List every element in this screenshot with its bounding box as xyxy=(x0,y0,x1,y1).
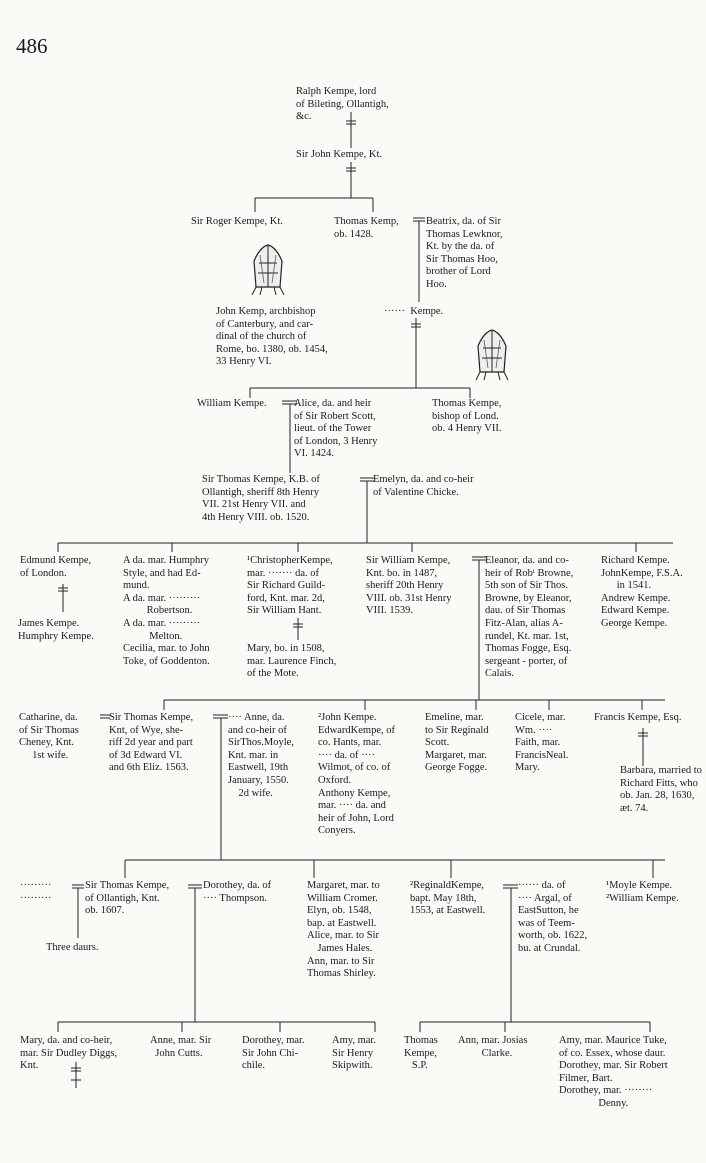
person-sir-thomas-kempe-1607: Sir Thomas Kempe, of Ollantigh, Knt. ob.… xyxy=(85,880,170,917)
person-unnamed-wife: ········· ········· xyxy=(20,880,52,904)
person-james-humphry: James Kempe. Humphry Kempe. xyxy=(18,618,94,642)
person-moyle-william: ¹Moyle Kempe. ²William Kempe. xyxy=(606,880,679,904)
person-mary-diggs: Mary, da. and co-heir, mar. Sir Dudley D… xyxy=(20,1035,118,1072)
person-kempe: ······ Kempe. xyxy=(384,306,444,317)
person-ralph-kempe: Ralph Kempe, lord of Bileting, Ollantigh… xyxy=(296,86,389,123)
person-argal: ······ da. of ···· Argal, of EastSutton,… xyxy=(518,880,588,954)
person-edmund-kempe: Edmund Kempe, of London. xyxy=(20,555,92,579)
person-dorothey-chichile: Dorothey, mar. Sir John Chi- chile. xyxy=(242,1035,305,1072)
person-richard-kempe-group: Richard Kempe. JohnKempe, F.S.A. in 1541… xyxy=(601,555,683,629)
person-amy-tuke: Amy, mar. Maurice Tuke, of co. Essex, wh… xyxy=(559,1035,668,1109)
person-francis-kempe: Francis Kempe, Esq. xyxy=(594,712,682,723)
person-sir-thomas-kempe-wye: Sir Thomas Kempe, Knt, of Wye, she- riff… xyxy=(109,712,194,774)
person-reginald-kempe: ²ReginaldKempe, bapt. May 18th, 1553, at… xyxy=(410,880,486,917)
person-barbara: Barbara, married to Richard Fitts, who o… xyxy=(620,765,702,814)
person-william-kempe: William Kempe. xyxy=(197,398,267,409)
person-three-daughters: Three daurs. xyxy=(46,942,99,953)
person-alice-scott: Alice, da. and heir of Sir Robert Scott,… xyxy=(294,398,378,460)
person-john-kemp-archbishop: John Kemp, archbishop of Canterbury, and… xyxy=(216,306,328,368)
mitre-icon xyxy=(475,329,509,380)
person-eleanor: Eleanor, da. and co- heir of Robᵗ Browne… xyxy=(485,555,574,680)
person-sir-roger-kempe: Sir Roger Kempe, Kt. xyxy=(191,216,283,227)
person-anne-moyle: ···· Anne, da. and co-heir of SirThos.Mo… xyxy=(228,712,294,799)
person-sir-william-kempe: Sir William Kempe, Knt. bo. in 1487, she… xyxy=(366,555,452,617)
person-anne-cutts: Anne, mar. Sir John Cutts. xyxy=(150,1035,212,1059)
person-ann-clarke: Ann, mar. Josias Clarke. xyxy=(458,1035,528,1059)
person-thomas-kemp: Thomas Kemp, ob. 1428. xyxy=(334,216,399,240)
person-mary-1508: Mary, bo. in 1508, mar. Laurence Finch, … xyxy=(247,643,337,680)
mitre-icon xyxy=(251,244,285,295)
person-sir-thomas-kempe-kb: Sir Thomas Kempe, K.B. of Ollantigh, she… xyxy=(202,474,320,523)
person-christopher-kempe: ¹ChristopherKempe, mar. ······· da. of S… xyxy=(247,555,333,617)
person-cicele-faith: Cicele, mar. Wm. ···· Faith, mar. Franci… xyxy=(515,712,569,774)
person-john-edward-anthony: ²John Kempe. EdwardKempe, of co. Hants, … xyxy=(318,712,395,837)
person-dorothey-thompson: Dorothey, da. of ···· Thompson. xyxy=(203,880,272,904)
person-emeline-margaret: Emeline, mar. to Sir Reginald Scott. Mar… xyxy=(425,712,489,774)
person-daughters: A da. mar. Humphry Style, and had Ed- mu… xyxy=(123,555,210,667)
person-beatrix: Beatrix, da. of Sir Thomas Lewknor, Kt. … xyxy=(426,216,503,290)
person-catharine: Catharine, da. of Sir Thomas Cheney, Knt… xyxy=(19,712,79,761)
person-thomas-kempe-bishop: Thomas Kempe, bishop of Lond. ob. 4 Henr… xyxy=(432,398,502,435)
page-number: 486 xyxy=(16,34,48,58)
person-amy-skipwith: Amy, mar. Sir Henry Skipwith. xyxy=(332,1035,376,1072)
person-thomas-kempe-sp: Thomas Kempe, S.P. xyxy=(404,1035,438,1072)
person-margaret-cromer-group: Margaret, mar. to William Cromer. Elyn, … xyxy=(307,880,380,980)
person-emelyn: Emelyn, da. and co-heir of Valentine Chi… xyxy=(373,474,474,498)
person-sir-john-kempe: Sir John Kempe, Kt. xyxy=(296,149,383,160)
